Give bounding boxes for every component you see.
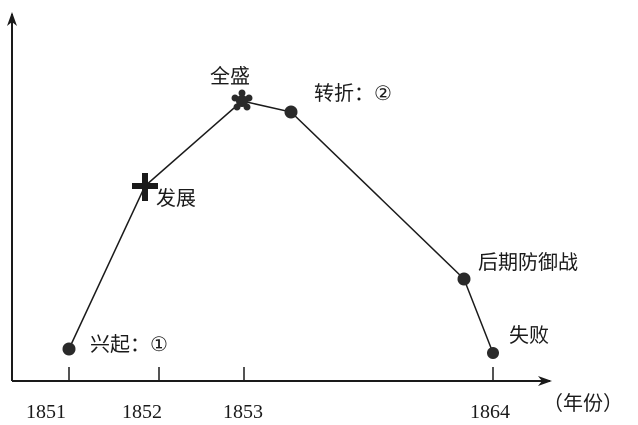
x-tick-label-1851: 1851 (26, 401, 66, 423)
point-marker-defeat (487, 347, 499, 359)
x-tick-label-1852: 1852 (122, 401, 162, 423)
x-axis-label: （年份） (543, 391, 623, 415)
point-marker-development (132, 173, 158, 201)
point-label-turning: 转折：② (314, 81, 392, 105)
point-marker-defense (457, 272, 471, 286)
point-marker-peak (231, 89, 253, 111)
x-tick-label-1864: 1864 (470, 401, 510, 423)
x-tick-label-1853: 1853 (223, 401, 263, 423)
point-marker-rise (62, 342, 76, 356)
point-label-peak: 全盛 (210, 64, 250, 88)
point-label-defense: 后期防御战 (478, 250, 578, 274)
point-label-development: 发展 (156, 186, 196, 210)
point-marker-turning (284, 105, 298, 119)
point-label-defeat: 失败 (509, 323, 549, 347)
point-label-rise: 兴起：① (90, 332, 168, 356)
series-line (68, 100, 494, 354)
